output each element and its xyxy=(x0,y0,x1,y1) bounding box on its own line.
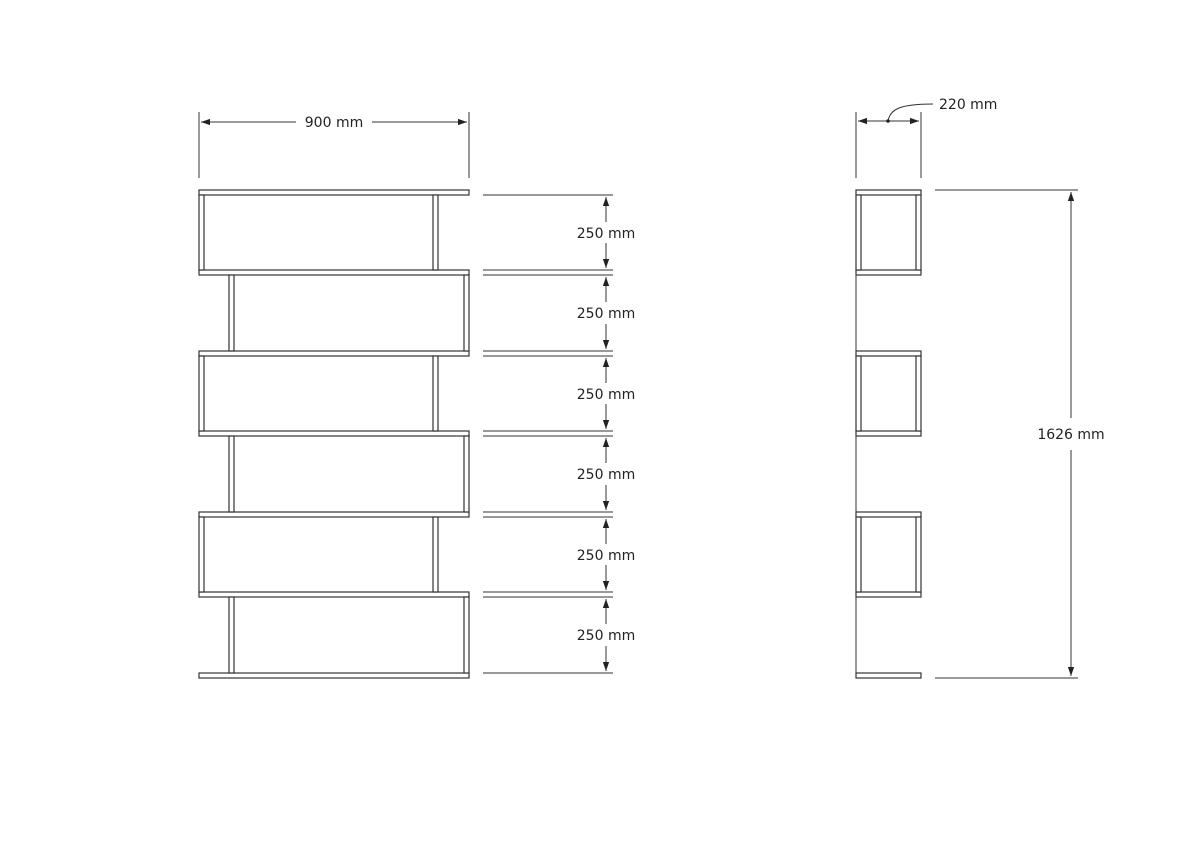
front-side-panel xyxy=(198,355,205,432)
side-panel xyxy=(855,355,862,432)
shelf-gap-label: 250 mm xyxy=(577,306,635,322)
front-shelf xyxy=(198,430,470,437)
front-side-panel xyxy=(432,516,439,593)
side-shelf xyxy=(855,189,922,196)
front-view xyxy=(198,189,470,679)
shelf-gap-dimensions: 250 mm 250 mm 250 mm 250 mm 250 mm 250 m… xyxy=(483,194,635,674)
front-side-panel xyxy=(463,274,470,352)
front-shelf xyxy=(198,591,470,598)
shelf-gap-label: 250 mm xyxy=(577,387,635,403)
front-side-panel xyxy=(463,435,470,513)
front-side-panel xyxy=(198,516,205,593)
side-panel xyxy=(855,194,862,271)
shelf-gap-label: 250 mm xyxy=(577,548,635,564)
side-shelf xyxy=(855,511,922,518)
front-side-panel xyxy=(228,435,235,513)
width-dimension: 900 mm xyxy=(198,112,470,178)
side-shelf xyxy=(855,269,922,276)
front-side-panel xyxy=(463,596,470,674)
side-panel xyxy=(855,516,862,593)
front-shelf xyxy=(198,350,470,357)
width-label: 900 mm xyxy=(305,115,363,131)
side-panel xyxy=(915,194,922,271)
front-side-panel xyxy=(198,194,205,271)
side-shelf xyxy=(855,672,922,679)
side-view xyxy=(855,189,922,679)
shelf-gap-label: 250 mm xyxy=(577,467,635,483)
front-shelf xyxy=(198,672,470,679)
depth-dimension: 220 mm xyxy=(855,97,997,178)
front-side-panel xyxy=(432,194,439,271)
front-shelf xyxy=(198,511,470,518)
front-side-panel xyxy=(228,274,235,352)
side-shelf xyxy=(855,430,922,437)
side-shelf xyxy=(855,350,922,357)
shelf-gap-label: 250 mm xyxy=(577,628,635,644)
side-shelf xyxy=(855,591,922,598)
front-side-panel xyxy=(432,355,439,432)
side-panel xyxy=(915,516,922,593)
front-shelf xyxy=(198,269,470,276)
height-label: 1626 mm xyxy=(1037,427,1104,443)
side-panel xyxy=(915,355,922,432)
height-dimension: 1626 mm xyxy=(935,189,1105,679)
front-shelf xyxy=(198,189,470,196)
front-side-panel xyxy=(228,596,235,674)
shelf-gap-label: 250 mm xyxy=(577,226,635,242)
depth-label: 220 mm xyxy=(939,97,997,113)
